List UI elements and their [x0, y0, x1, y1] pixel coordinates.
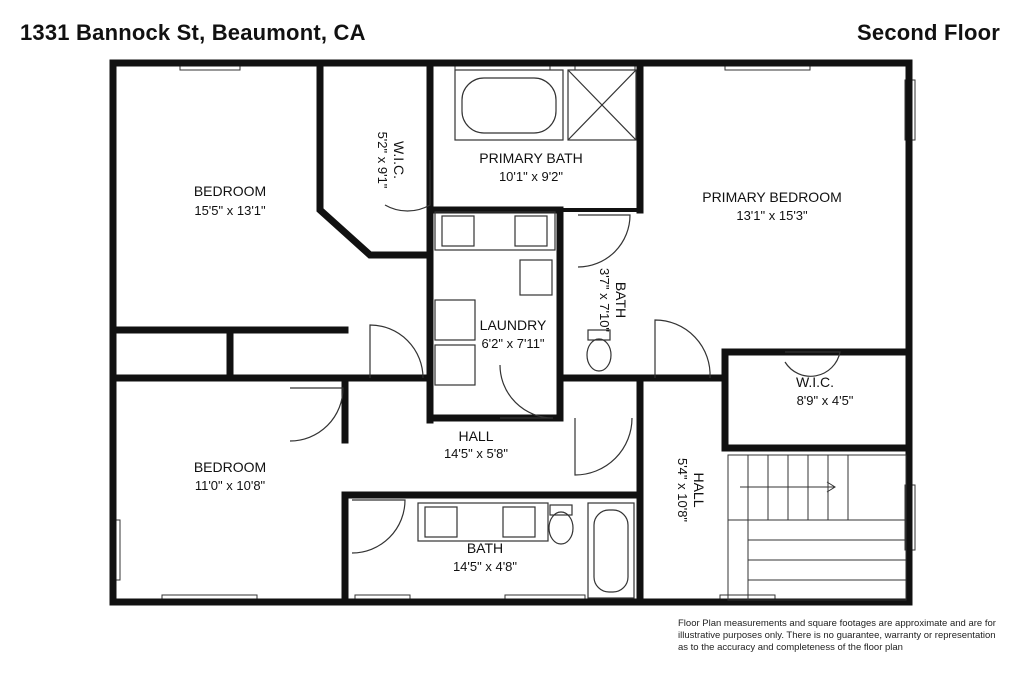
shower — [567, 69, 637, 141]
hall-1-name: HALL — [458, 428, 493, 444]
wic-2-name: W.I.C. — [796, 374, 834, 390]
vanity-main — [417, 502, 549, 542]
primary-bedroom-name: PRIMARY BEDROOM — [702, 189, 842, 205]
vanity-primary — [434, 211, 556, 251]
hall-2-dims: 5'4" x 10'8" — [675, 458, 690, 522]
laundry-sink — [519, 259, 553, 296]
tub-primary — [454, 69, 564, 141]
tub-main — [587, 502, 635, 599]
bedroom-2-name: BEDROOM — [194, 459, 266, 475]
wic-2-dims: 8'9" x 4'5" — [797, 393, 854, 408]
hall-2-name: HALL — [691, 472, 707, 507]
toilet-main — [548, 511, 574, 545]
washer — [434, 299, 476, 341]
disclaimer-text: Floor Plan measurements and square foota… — [678, 618, 996, 653]
wic-1-dims: 5'2" x 9'1" — [375, 132, 390, 189]
laundry-name: LAUNDRY — [480, 317, 547, 333]
laundry-dims: 6'2" x 7'11" — [481, 336, 544, 351]
bath-main-name: BATH — [467, 540, 503, 556]
bath-main-dims: 14'5" x 4'8" — [453, 559, 517, 574]
primary-bedroom-dims: 13'1" x 15'3" — [736, 208, 808, 223]
bedroom-1-name: BEDROOM — [194, 183, 266, 199]
address-title: 1331 Bannock St, Beaumont, CA — [20, 20, 366, 45]
doors — [289, 160, 841, 554]
wic-1-name: W.I.C. — [391, 141, 407, 179]
primary-bath-name: PRIMARY BATH — [479, 150, 582, 166]
bath-small-dims: 3'7" x 7'10" — [597, 268, 612, 332]
hall-1-dims: 14'5" x 5'8" — [444, 446, 508, 461]
toilet-small — [586, 338, 612, 372]
bedroom-2-dims: 11'0" x 10'8" — [195, 478, 266, 493]
stairs — [727, 454, 907, 601]
bath-small-name: BATH — [613, 282, 629, 318]
floor-title: Second Floor — [857, 20, 1000, 45]
room-labels: BEDROOM 15'5" x 13'1" W.I.C. 5'2" x 9'1"… — [194, 132, 854, 574]
dryer — [434, 344, 476, 386]
primary-bath-dims: 10'1" x 9'2" — [499, 169, 563, 184]
fixtures — [417, 69, 637, 599]
wall-wic-left — [316, 59, 434, 259]
walls — [109, 59, 913, 606]
bedroom-1-dims: 15'5" x 13'1" — [194, 203, 266, 218]
